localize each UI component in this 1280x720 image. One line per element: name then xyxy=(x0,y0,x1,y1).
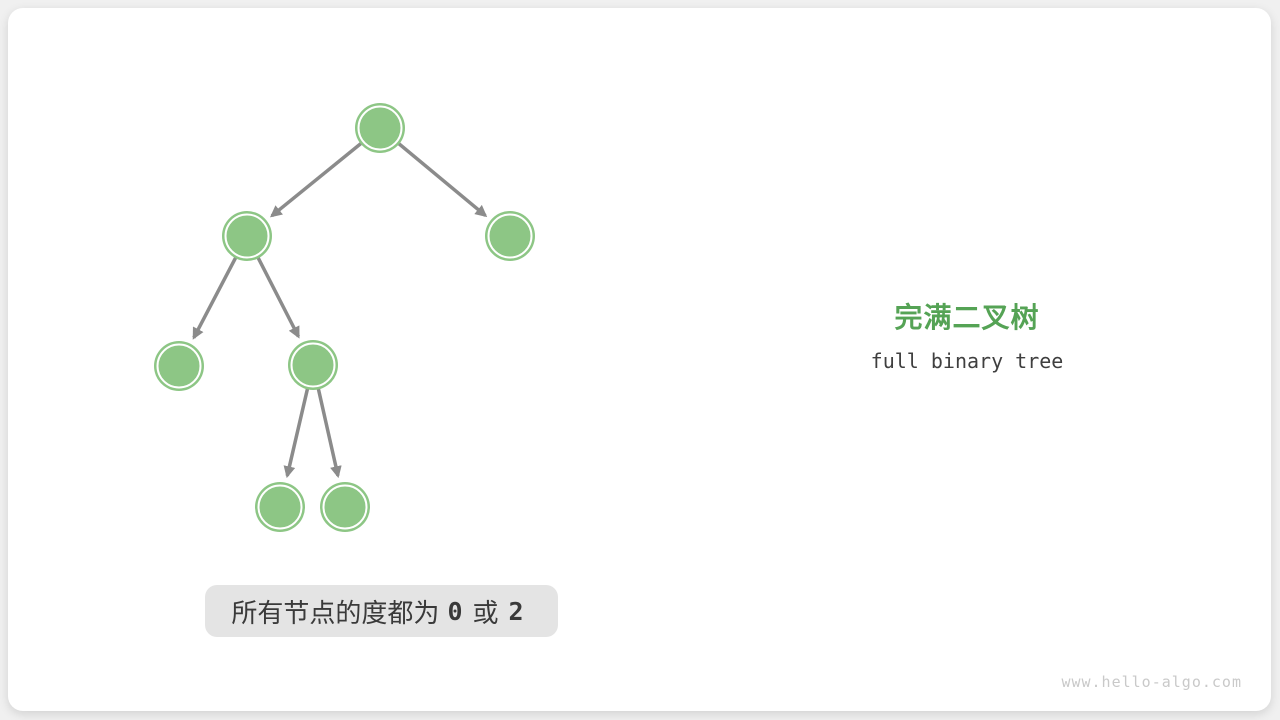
figure-title-en: full binary tree xyxy=(870,349,1064,373)
caption-value-two: 2 xyxy=(508,596,524,626)
title-block: 完满二叉树 full binary tree xyxy=(792,296,1142,373)
caption-box: 所有节点的度都为 0 或 2 xyxy=(205,585,558,637)
caption-text: 所有节点的度都为 xyxy=(231,597,440,628)
watermark: www.hello-algo.com xyxy=(1061,673,1242,691)
caption-value-zero: 0 xyxy=(447,596,463,626)
caption-conjunction: 或 xyxy=(472,597,499,628)
figure-title-zh: 完满二叉树 xyxy=(894,302,1040,333)
